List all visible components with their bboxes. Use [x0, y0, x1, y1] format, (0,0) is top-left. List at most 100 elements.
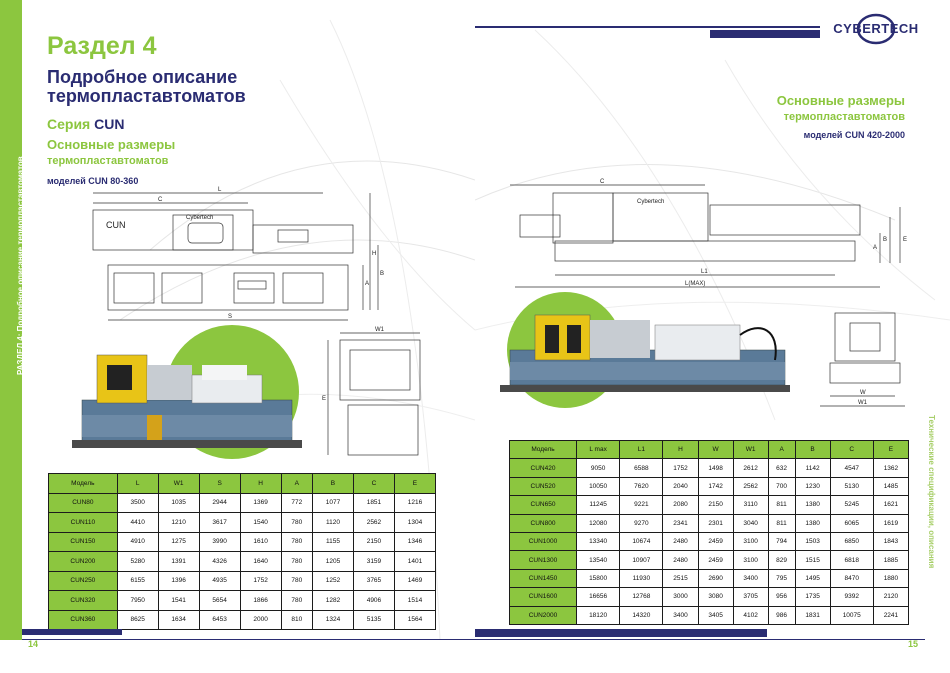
top-bar: [710, 30, 820, 38]
label-l: L: [218, 187, 222, 193]
table-cell: 1346: [393, 531, 437, 552]
table-cell: 2459: [697, 550, 734, 570]
table-cell: 811: [767, 495, 796, 515]
table-cell: 3110: [732, 495, 769, 515]
label-c: C: [158, 197, 163, 203]
model-cell: CUN80: [48, 492, 118, 513]
table-cell: 1880: [872, 568, 910, 589]
table-cell: 2301: [697, 513, 734, 533]
left-sidebar-caption: РАЗДЕЛ 4: Подробное описание термопласта…: [4, 90, 25, 610]
table-cell: 1866: [239, 590, 282, 611]
table-cell: 11930: [619, 568, 664, 589]
table-cell: 4102: [732, 605, 769, 625]
table-cell: 3990: [198, 531, 241, 552]
table-cell: 2150: [697, 495, 734, 515]
logo-text: CYBERTECH: [833, 21, 919, 36]
table-cell: 5654: [198, 590, 241, 611]
model-cell: CUN250: [48, 570, 118, 591]
table-cell: 1205: [311, 551, 354, 572]
table-cell: 18120: [575, 605, 621, 625]
table-cell: 632: [767, 458, 796, 478]
model-cell: CUN1450: [509, 568, 577, 589]
model-cell: CUN110: [48, 512, 118, 533]
table-cell: 1210: [157, 512, 200, 533]
table-cell: 780: [280, 590, 313, 611]
technical-drawing-icon: C Cybertech L1 L(MAX) A B E: [510, 179, 907, 288]
table-cell: 794: [767, 531, 796, 552]
table-cell: 1380: [794, 495, 831, 515]
table-cell: 4547: [829, 458, 874, 478]
table-cell: 1120: [311, 512, 354, 533]
table-cell: 1619: [872, 513, 910, 533]
table-cell: 2480: [662, 531, 699, 552]
page-title: Подробное описание термопластавтоматов: [47, 68, 246, 106]
table-cell: 1362: [872, 458, 910, 478]
model-cell: CUN360: [48, 609, 118, 630]
dims-title: Основные размеры: [47, 137, 176, 152]
table-cell: 5130: [829, 476, 874, 497]
table-cell: 5135: [352, 609, 395, 630]
label-e: E: [322, 396, 326, 402]
machine-photo-icon: [72, 325, 302, 459]
table-cell: 9392: [829, 587, 874, 607]
table-cell: 2150: [352, 531, 395, 552]
table-cell: 1035: [157, 492, 200, 513]
table-cell: 1634: [157, 609, 200, 630]
table-cell: 1540: [239, 512, 282, 533]
label-a: A: [873, 245, 877, 251]
table-cell: 780: [280, 551, 313, 572]
table-cell: 3159: [352, 551, 395, 572]
sidebar-text: Технические спецификации, описания: [927, 415, 936, 569]
machine-photo-icon: [500, 292, 790, 408]
table-cell: 811: [767, 513, 796, 533]
label-l1: L1: [701, 269, 708, 275]
table-cell: 1621: [872, 495, 910, 515]
label-w: W: [860, 390, 866, 396]
table-cell: 956: [767, 587, 796, 607]
table-cell: 13540: [575, 550, 621, 570]
table-cell: 1843: [872, 531, 910, 552]
table-cell: 1495: [794, 568, 831, 589]
series-heading: Серия CUN: [47, 116, 124, 132]
table-cell: 780: [280, 570, 313, 591]
table-cell: 1851: [352, 492, 395, 513]
table-cell: 10050: [575, 476, 621, 497]
table-cell: 1155: [311, 531, 354, 552]
table-cell: 9050: [575, 458, 621, 478]
table-header-cell: L: [116, 473, 159, 494]
table-cell: 2944: [198, 492, 241, 513]
section-heading: Раздел 4: [47, 32, 157, 60]
table-cell: 3040: [732, 513, 769, 533]
table-cell: 1610: [239, 531, 282, 552]
label-cybertech: Cybertech: [186, 215, 213, 221]
table-cell: 2080: [662, 495, 699, 515]
table-cell: 4410: [116, 512, 159, 533]
table-cell: 12080: [575, 513, 621, 533]
table-cell: 1541: [157, 590, 200, 611]
table-cell: 1752: [662, 458, 699, 478]
table-cell: 1503: [794, 531, 831, 552]
model-cell: CUN520: [509, 476, 577, 497]
model-cell: CUN2000: [509, 605, 577, 625]
table-header-cell: C: [352, 473, 395, 494]
table-cell: 13340: [575, 531, 621, 552]
table-cell: 772: [280, 492, 313, 513]
table-cell: 1831: [794, 605, 831, 625]
table-cell: 986: [767, 605, 796, 625]
dims-title: Основные размеры: [776, 93, 905, 108]
table-cell: 1752: [239, 570, 282, 591]
models-prefix: моделей: [47, 176, 86, 186]
table-cell: 2000: [239, 609, 282, 630]
model-cell: CUN320: [48, 590, 118, 611]
table-cell: 11245: [575, 495, 621, 515]
table-cell: 1564: [393, 609, 437, 630]
models-range: CUN 80-360: [88, 176, 139, 186]
